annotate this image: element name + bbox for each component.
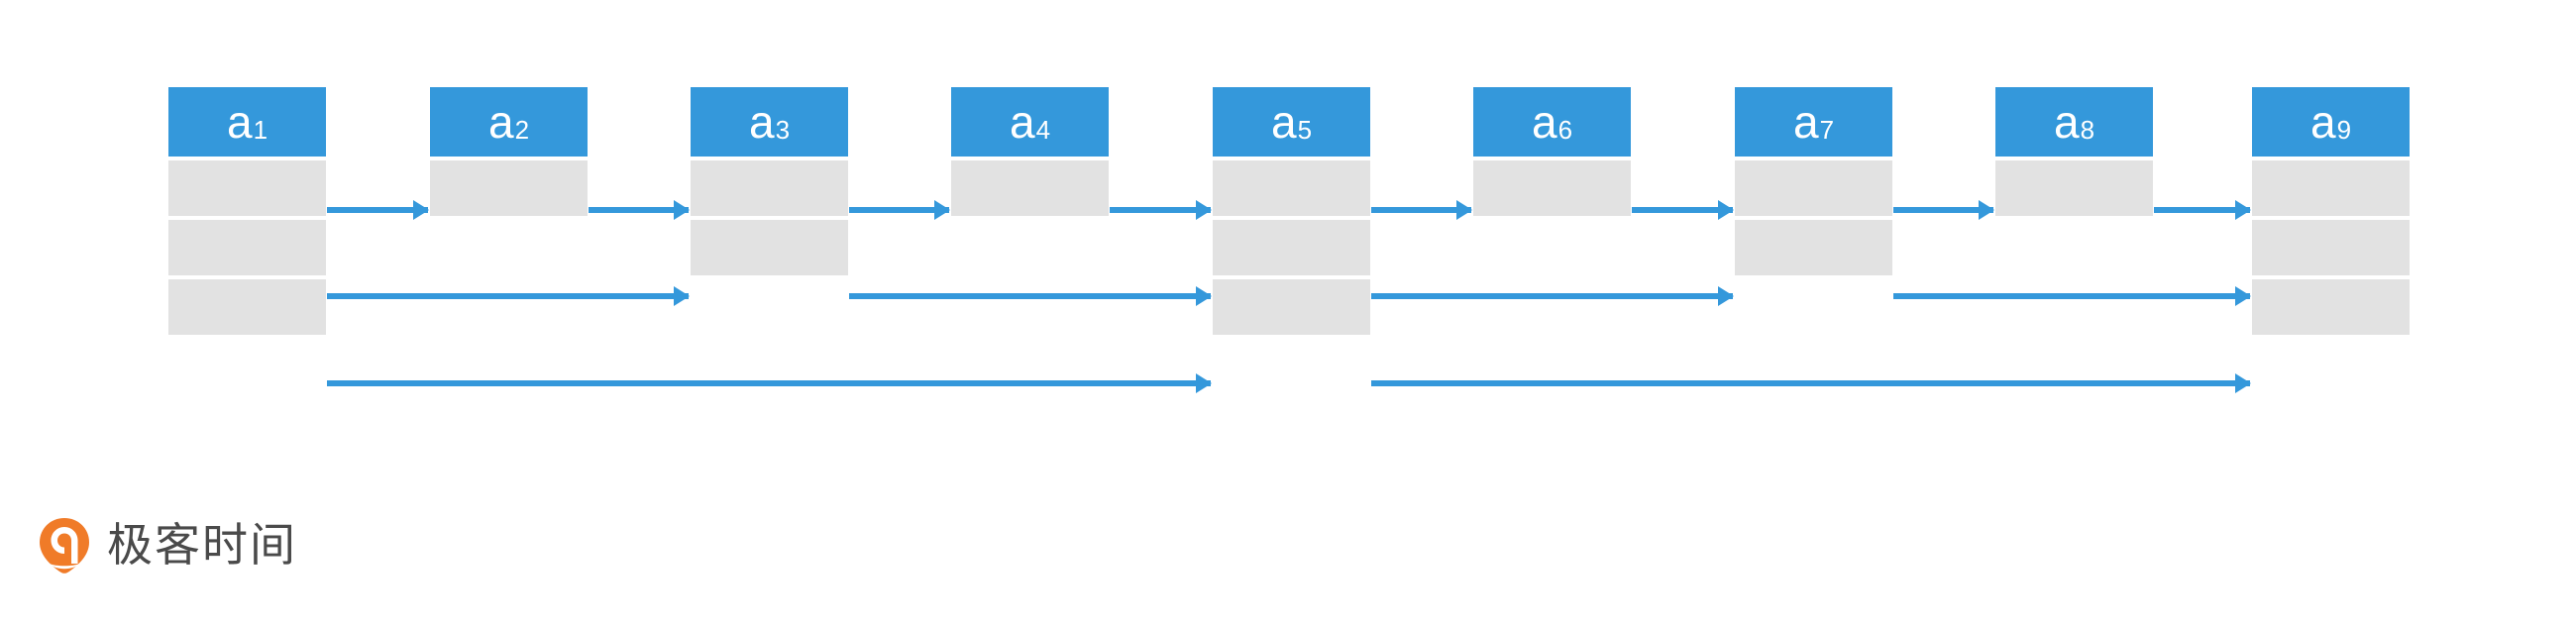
skiplist-link-a5-to-a9-level3 [1371, 373, 2251, 393]
skiplist-link-a1-to-a3-level2 [327, 286, 690, 306]
skiplist-link-a5-to-a7-level2 [1371, 286, 1734, 306]
node-label-subscript: 1 [253, 115, 268, 145]
brand-logo-text: 极客时间 [107, 518, 297, 572]
skiplist-link-a1-to-a5-level3 [327, 373, 1212, 393]
node-cell-a1-level1 [168, 160, 326, 216]
skiplist-link-a5-to-a6-level1 [1371, 200, 1472, 220]
node-label-subscript: 9 [2336, 115, 2352, 145]
node-label-base: a [1270, 96, 1297, 148]
node-label-base: a [2053, 96, 2080, 148]
node-cell-a9-level2 [2252, 220, 2410, 275]
node-label-base: a [1009, 96, 1035, 148]
node-cell-a9-level3 [2252, 279, 2410, 335]
node-cell-a7-level1 [1735, 160, 1892, 216]
node-label-subscript: 4 [1035, 115, 1051, 145]
node-cell-a3-level2 [691, 220, 848, 275]
skiplist-link-a8-to-a9-level1 [2154, 200, 2251, 220]
node-cell-a2-level1 [430, 160, 588, 216]
skiplist-link-a1-to-a2-level1 [327, 200, 429, 220]
node-label-subscript: 5 [1297, 115, 1313, 145]
node-label-base: a [487, 96, 514, 148]
skiplist-link-a3-to-a5-level2 [849, 286, 1212, 306]
node-label-base: a [2309, 96, 2336, 148]
skiplist-link-a7-to-a8-level1 [1893, 200, 1994, 220]
skiplist-link-a3-to-a4-level1 [849, 200, 950, 220]
node-label-base: a [748, 96, 775, 148]
skiplist-link-a6-to-a7-level1 [1632, 200, 1734, 220]
node-cell-a5-level2 [1213, 220, 1370, 275]
node-cell-a3-level1 [691, 160, 848, 216]
node-label-base: a [1792, 96, 1819, 148]
node-cell-a1-level2 [168, 220, 326, 275]
node-cell-a6-level1 [1473, 160, 1631, 216]
node-label-subscript: 7 [1819, 115, 1835, 145]
node-cell-a5-level1 [1213, 160, 1370, 216]
node-label-subscript: 2 [514, 115, 530, 145]
skiplist-link-a7-to-a9-level2 [1893, 286, 2251, 306]
node-label-subscript: 8 [2080, 115, 2095, 145]
skiplist-link-a4-to-a5-level1 [1110, 200, 1212, 220]
brand-logo: 极客时间 [38, 517, 297, 574]
node-label-base: a [226, 96, 253, 148]
node-cell-a5-level3 [1213, 279, 1370, 335]
node-cell-a8-level1 [1995, 160, 2153, 216]
node-cell-a9-level1 [2252, 160, 2410, 216]
node-cell-a1-level3 [168, 279, 326, 335]
node-label-subscript: 3 [775, 115, 791, 145]
node-label-subscript: 6 [1557, 115, 1573, 145]
geektime-pin-icon [38, 517, 91, 574]
node-label-base: a [1531, 96, 1557, 148]
skiplist-link-a2-to-a3-level1 [589, 200, 690, 220]
node-cell-a7-level2 [1735, 220, 1892, 275]
node-cell-a4-level1 [951, 160, 1109, 216]
